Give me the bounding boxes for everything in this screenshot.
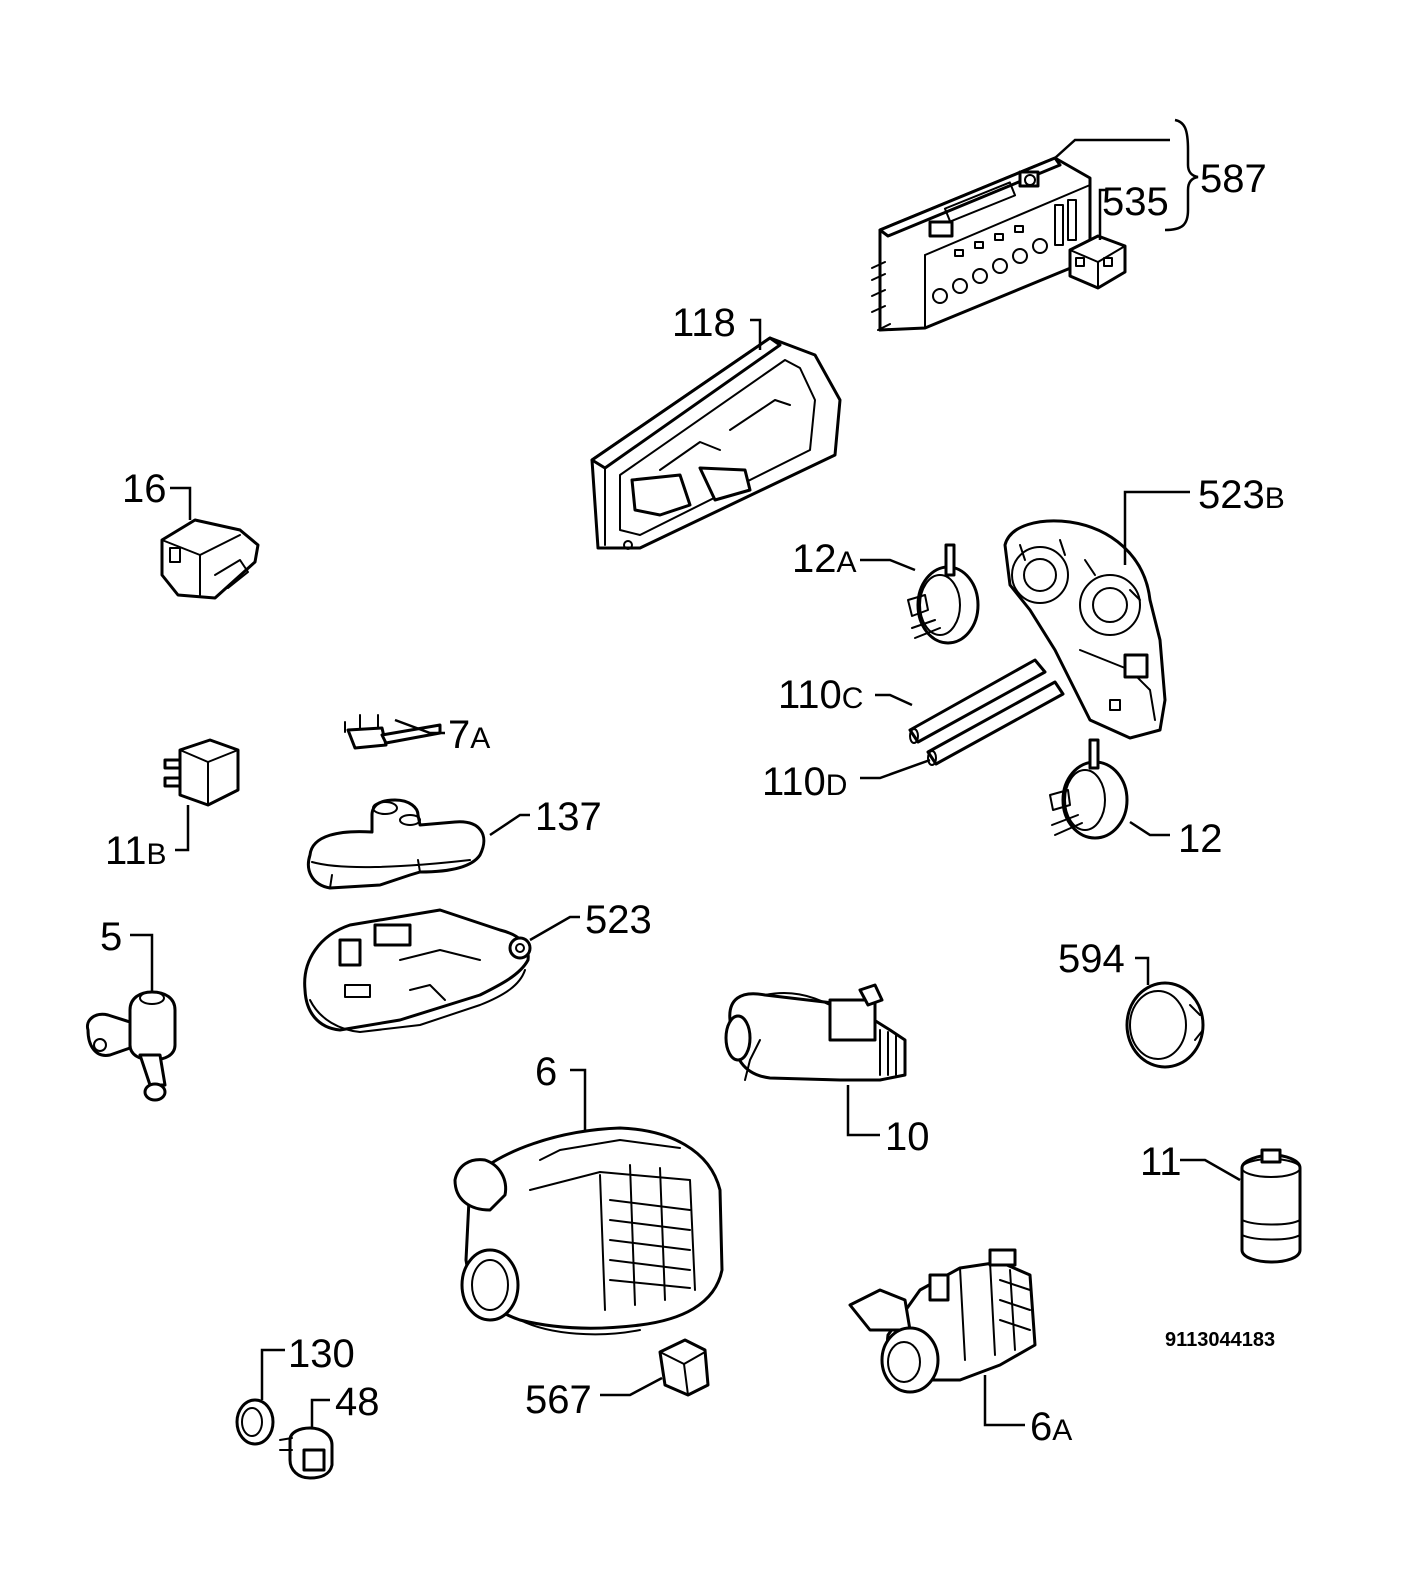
label-523: 523 xyxy=(585,898,652,942)
leader-lines xyxy=(130,118,1241,1428)
label-10: 10 xyxy=(885,1115,930,1159)
label-11: 11 xyxy=(1140,1140,1182,1184)
label-523b: 523B xyxy=(1198,473,1285,517)
label-587: 587 xyxy=(1200,157,1267,201)
document-number: 9113044183 xyxy=(1165,1329,1275,1351)
part-6-circulation-pump[interactable] xyxy=(453,1126,724,1336)
part-16-relay[interactable] xyxy=(160,518,260,600)
part-11b-relay[interactable] xyxy=(163,738,240,807)
part-523b-water-distributor[interactable] xyxy=(1003,519,1167,740)
label-535: 535 xyxy=(1102,180,1169,224)
part-137-cover[interactable] xyxy=(306,798,486,890)
label-137: 137 xyxy=(535,795,602,839)
control-knobs xyxy=(932,199,1077,304)
part-6a-drain-pump[interactable] xyxy=(848,1248,1037,1394)
part-594-ring[interactable] xyxy=(1125,981,1205,1069)
part-535-connector[interactable] xyxy=(1068,234,1127,290)
part-567-clip[interactable] xyxy=(658,1338,710,1397)
part-523-base[interactable] xyxy=(303,908,532,1033)
label-16: 16 xyxy=(122,467,167,511)
part-5-inlet-valve[interactable] xyxy=(85,990,177,1102)
part-48-plug[interactable] xyxy=(279,1426,334,1480)
label-11b: 11B xyxy=(105,829,167,873)
label-12: 12 xyxy=(1178,817,1223,861)
part-587-control-module[interactable] xyxy=(871,156,1092,332)
part-11-capacitor[interactable] xyxy=(1240,1148,1302,1264)
label-110c: 110C xyxy=(778,673,863,717)
label-12a: 12A xyxy=(792,537,857,581)
label-130: 130 xyxy=(288,1332,355,1376)
part-110d-hose[interactable] xyxy=(926,680,1065,766)
label-118: 118 xyxy=(672,301,736,345)
part-130-washer[interactable] xyxy=(235,1398,275,1446)
label-5: 5 xyxy=(100,915,122,959)
part-labels: 587 535 118 16 523B 12A 110C 110D 12 7A … xyxy=(100,157,1285,1449)
part-10-heater[interactable] xyxy=(724,983,907,1082)
label-594: 594 xyxy=(1058,937,1125,981)
part-110c-hose[interactable] xyxy=(908,658,1047,744)
part-118-detergent-dispenser[interactable] xyxy=(590,336,842,550)
part-7a-sensor[interactable] xyxy=(344,714,442,750)
part-12-pressure-switch[interactable] xyxy=(1049,738,1129,840)
label-567: 567 xyxy=(525,1378,592,1422)
label-7a: 7A xyxy=(448,713,490,757)
part-12a-pressure-switch[interactable] xyxy=(907,543,980,645)
label-48: 48 xyxy=(335,1380,380,1424)
label-6: 6 xyxy=(535,1050,557,1094)
label-110d: 110D xyxy=(762,760,847,804)
label-6a: 6A xyxy=(1030,1405,1072,1449)
